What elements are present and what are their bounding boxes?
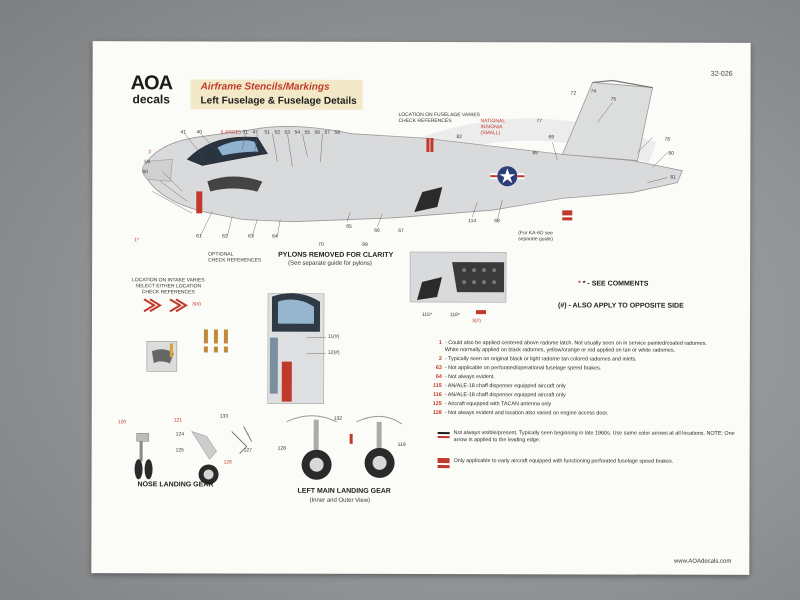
- stencil-number-red: 1*: [134, 237, 139, 244]
- stencil-number: 72: [570, 90, 577, 97]
- speedbrake-panel: [452, 262, 505, 293]
- main-gear-sublabel: (Inner and Outer View): [309, 497, 371, 504]
- callout-national-insignia: NATIONAL INSIGNIA (SMALL): [480, 118, 506, 137]
- nose-gear-label: NOSE LANDING GEAR: [137, 481, 214, 489]
- stencil-number: 62: [222, 233, 228, 240]
- stencil-number-red: 121: [173, 417, 183, 424]
- insignia-star: [499, 168, 516, 184]
- stencil-number: 69: [548, 134, 555, 141]
- stencil-number: 41: [180, 129, 187, 136]
- decal-instruction-sheet: AOA decals Airframe Stencils/Markings Le…: [91, 41, 751, 575]
- note-item: 115- AN/ALE-18 chaff dispenser equipped …: [433, 383, 566, 390]
- stencil-number: 80: [668, 150, 674, 157]
- stencil-number: 78: [664, 136, 671, 143]
- stencil-number: 60: [142, 169, 148, 176]
- callout-optional: OPTIONAL CHECK REFERENCES: [208, 251, 262, 264]
- stencil-number: 52: [274, 129, 281, 136]
- note-item: 128- Not always evident and location als…: [432, 410, 609, 417]
- stencil-number: 55: [304, 129, 311, 136]
- stencil-number: 57: [324, 129, 331, 136]
- wing-root-panel: [414, 187, 443, 212]
- intake-chevrons: [143, 298, 188, 313]
- nose-gear-drawing: [134, 426, 253, 485]
- callout-large: (LARGE): [220, 129, 241, 136]
- stencil-number: 31: [242, 129, 249, 136]
- stencil-number: 54: [294, 129, 301, 136]
- stencil-number: 53: [284, 129, 291, 136]
- stencil-number: 40: [196, 129, 203, 136]
- stencil-number: 51: [264, 129, 271, 136]
- note-item: 125- Aircraft equipped with TACAN antenn…: [432, 401, 552, 408]
- stencil-number: 65: [346, 223, 352, 230]
- stencil-number-red: 126: [223, 459, 232, 466]
- callout-location-varies: LOCATION ON FUSELAGE VARIES CHECK REFERE…: [398, 111, 481, 125]
- aircraft-diagram: [134, 79, 683, 485]
- see-comments-legend: * * - SEE COMMENTS: [578, 280, 649, 288]
- stencil-number: 125: [175, 447, 184, 454]
- stencil-number: 66: [374, 227, 380, 234]
- stencil-number-red: 120: [117, 419, 127, 426]
- stencil-number: 77: [536, 118, 543, 125]
- radome-shape: [142, 159, 173, 182]
- stencil-number: 127: [243, 447, 252, 454]
- stencil-number: 119: [397, 441, 406, 448]
- callout-intake-location: LOCATION ON INTAKE VARIES SELECT EITHER …: [132, 277, 205, 296]
- stencil-number: 70: [318, 241, 324, 248]
- stencil-number: 11(#): [327, 333, 340, 340]
- red-stencil-bar: [196, 191, 203, 214]
- main-gear-drawing: [286, 415, 402, 480]
- stencil-number: 12(#): [327, 349, 340, 356]
- stencil-number: 61: [196, 233, 202, 240]
- main-gear-label: LEFT MAIN LANDING GEAR: [297, 487, 391, 495]
- speedbrake-legend-text: Only applicable to early aircraft equipp…: [453, 458, 674, 465]
- stencil-number: 114: [468, 218, 477, 225]
- stencil-number: 63: [248, 233, 254, 240]
- stencil-number: 64: [272, 233, 278, 240]
- stencil-number: 47: [252, 129, 259, 136]
- stencil-number-red: 3(#): [471, 318, 481, 325]
- opposite-side-legend: (#) - ALSO APPLY TO OPPOSITE SIDE: [557, 302, 684, 310]
- intake: [207, 176, 263, 192]
- stencil-number: 124: [175, 431, 185, 438]
- stencil-number: 132: [333, 415, 343, 422]
- stencil-number: 128: [277, 445, 286, 452]
- note-item: 116- AN/ALE-18 chaff dispenser equipped …: [433, 392, 566, 399]
- stencil-number: 67: [398, 227, 404, 234]
- cockpit-red-stencil: [281, 361, 292, 402]
- star-mark: *: [578, 280, 581, 288]
- fuselage-shape: [146, 126, 683, 223]
- canopy-glass: [217, 140, 259, 156]
- stencil-number: 133: [219, 413, 229, 420]
- stencil-number-red: 3(#): [192, 301, 201, 308]
- notes-list: 1- Could also be applied centered above …: [422, 340, 722, 420]
- callout-ka6d: (For KA-6D see separate guide): [518, 230, 553, 243]
- note-item: 2- Typically seen on original black or l…: [438, 356, 637, 363]
- note-item: 63- Not applicable on perforated/operati…: [435, 365, 602, 372]
- note-item: 64- Not always evident.: [435, 374, 495, 381]
- stencil-number: 59: [144, 159, 150, 166]
- stencil-number: 115*: [421, 312, 432, 319]
- website-url: www.AOAdecals.com: [673, 558, 732, 565]
- stencil-number: 82: [456, 134, 463, 141]
- stencil-number: 99: [362, 241, 368, 248]
- pylons-removed-label: PYLONS REMOVED FOR CLARITY: [278, 251, 394, 259]
- stencil-number: 56: [314, 129, 321, 136]
- stencil-number: 75: [610, 96, 617, 103]
- stencil-number: 85: [532, 150, 538, 157]
- stencil-number: 81: [670, 174, 676, 181]
- stencil-number: 116*: [449, 312, 460, 319]
- stencil-number-red: 2: [148, 149, 152, 156]
- stencil-number: 68: [494, 218, 500, 225]
- note-item: 1- Could also be applied centered above …: [438, 340, 707, 354]
- stencil-number: 58: [334, 129, 341, 136]
- pylons-guide-label: (See separate guide for pylons): [288, 260, 372, 267]
- stencil-number: 74: [590, 88, 597, 95]
- arrow-legend-text: Not always visible/present. Typically se…: [453, 430, 735, 444]
